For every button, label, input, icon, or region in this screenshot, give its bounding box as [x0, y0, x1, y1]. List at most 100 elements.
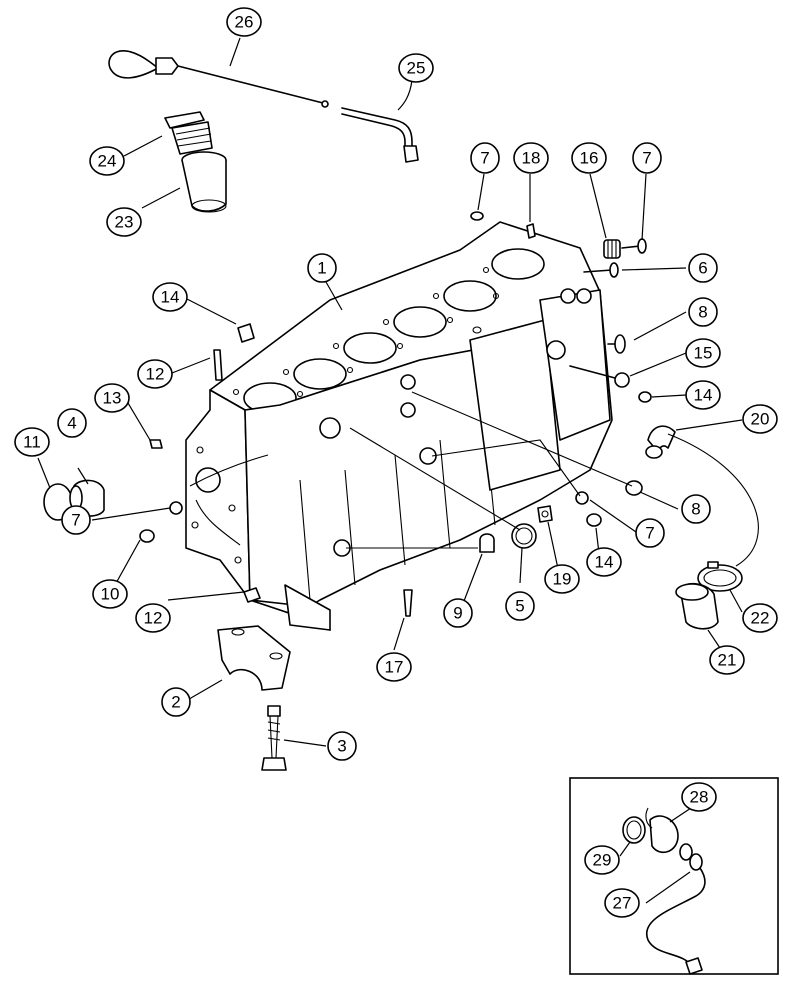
svg-text:12: 12 [146, 365, 165, 384]
callout-10: 10 [92, 579, 128, 609]
svg-text:7: 7 [642, 149, 651, 168]
stud-12-top-part [213, 349, 223, 381]
svg-text:21: 21 [718, 651, 737, 670]
bolt-6-part [583, 262, 619, 278]
svg-text:25: 25 [407, 59, 426, 78]
callout-7-right: 7 [635, 518, 665, 548]
callout-25: 25 [398, 53, 434, 83]
breather-cap-part [164, 111, 213, 155]
callout-16: 16 [571, 142, 607, 174]
callout-14-right: 14 [685, 380, 721, 410]
callout-14-bottom: 14 [586, 547, 622, 577]
callout-18: 18 [513, 142, 549, 174]
svg-text:2: 2 [171, 693, 180, 712]
svg-text:9: 9 [453, 604, 462, 623]
callout-23: 23 [106, 207, 142, 237]
callout-20: 20 [742, 404, 778, 434]
svg-text:16: 16 [580, 149, 599, 168]
plug-8-lower-part [625, 480, 643, 496]
plug-7-deck-part [470, 211, 484, 221]
bolt-13-part [149, 439, 163, 449]
callout-11: 11 [14, 427, 50, 457]
callout-12-top: 12 [137, 359, 173, 389]
hose-part [675, 582, 719, 630]
callout-2: 2 [161, 687, 191, 717]
fitting-19-part [537, 505, 553, 523]
svg-text:5: 5 [515, 597, 524, 616]
callout-24: 24 [89, 146, 125, 176]
stud-12-bottom-part [243, 587, 261, 603]
svg-text:20: 20 [751, 410, 770, 429]
svg-text:12: 12 [144, 609, 163, 628]
leader-lines [37, 37, 759, 747]
svg-text:18: 18 [522, 149, 541, 168]
svg-text:13: 13 [103, 389, 122, 408]
plug-8-upper-part [607, 334, 626, 354]
callout-26: 26 [226, 7, 262, 37]
bearing-cap-part [217, 625, 291, 691]
callout-14-top: 14 [152, 282, 188, 312]
sender-28-part [645, 807, 703, 871]
callout-3: 3 [327, 731, 357, 761]
svg-text:19: 19 [553, 570, 572, 589]
callout-8-top: 8 [688, 297, 718, 327]
bolt-3-part [261, 705, 287, 771]
svg-text:28: 28 [690, 788, 709, 807]
callout-13: 13 [94, 383, 130, 413]
svg-text:7: 7 [645, 524, 654, 543]
svg-text:14: 14 [694, 386, 713, 405]
callout-7-top-right: 7 [632, 142, 662, 174]
svg-text:27: 27 [613, 894, 632, 913]
callout-7-top-left: 7 [470, 142, 500, 174]
callout-17: 17 [376, 652, 412, 682]
svg-text:15: 15 [694, 344, 713, 363]
pin-17-part [403, 589, 413, 617]
callout-1: 1 [307, 253, 337, 283]
callout-6: 6 [688, 253, 718, 283]
dipstick-tube-part [341, 107, 419, 163]
svg-text:14: 14 [161, 288, 180, 307]
seal-ring-5-part [511, 523, 537, 549]
sleeve-part [181, 151, 227, 213]
svg-text:26: 26 [235, 13, 254, 32]
svg-text:7: 7 [480, 149, 489, 168]
callout-4: 4 [57, 408, 87, 438]
callout-22: 22 [742, 603, 778, 633]
callout-21: 21 [709, 645, 745, 675]
hose-clamp-part [697, 561, 743, 592]
plug-7-left-part [169, 501, 183, 515]
svg-text:11: 11 [23, 433, 41, 452]
svg-text:3: 3 [337, 737, 346, 756]
svg-text:8: 8 [698, 303, 707, 322]
svg-text:17: 17 [385, 658, 404, 677]
dowel-part [526, 223, 536, 239]
plug-16-part [603, 239, 621, 259]
svg-text:10: 10 [101, 585, 120, 604]
svg-text:7: 7 [71, 511, 80, 530]
svg-text:29: 29 [593, 851, 612, 870]
dipstick-part [108, 50, 329, 108]
svg-text:14: 14 [595, 553, 614, 572]
engine-block-part [185, 221, 613, 631]
svg-text:4: 4 [67, 414, 76, 433]
callout-29: 29 [584, 845, 620, 875]
svg-text:1: 1 [317, 259, 326, 278]
nut-14-right-part [638, 391, 652, 403]
svg-text:24: 24 [98, 152, 117, 171]
svg-text:23: 23 [115, 213, 134, 232]
wire-harness-27-part [645, 867, 706, 975]
callout-27: 27 [604, 888, 640, 918]
nut-14-lower-part [586, 513, 602, 527]
plug-7-top-part [621, 238, 647, 254]
svg-text:8: 8 [691, 500, 700, 519]
elbow-fitting-20-part [645, 425, 676, 459]
inset-detail-box [569, 777, 779, 975]
callout-12-bottom: 12 [135, 603, 171, 633]
callout-7-left: 7 [61, 505, 91, 535]
callout-15: 15 [685, 338, 721, 368]
svg-text:6: 6 [698, 259, 707, 278]
fitting-15-part [569, 365, 630, 388]
svg-text:22: 22 [751, 609, 770, 628]
callout-9: 9 [443, 598, 473, 628]
